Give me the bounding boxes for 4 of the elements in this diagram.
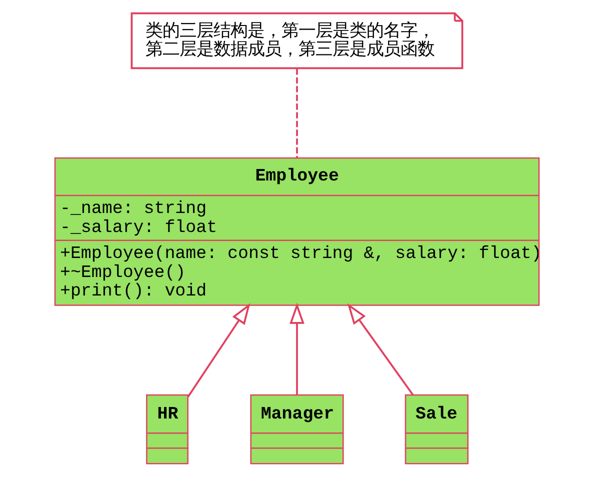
arrow — [290, 302, 304, 395]
arrow — [187, 303, 250, 398]
connector — [296, 68, 298, 158]
arrow — [347, 303, 414, 396]
